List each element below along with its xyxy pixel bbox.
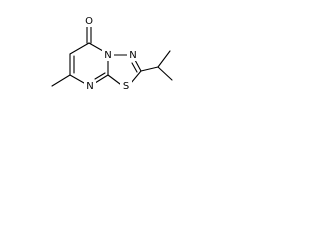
bond-c2-s1: [130, 70, 142, 84]
bonds: [51, 26, 173, 87]
bond-n3-c2-a: [134, 59, 142, 72]
structure-svg: O N N N S: [51, 14, 173, 92]
atom-oxygen: O: [85, 16, 93, 27]
bond-n3-c2-b: [131, 62, 138, 73]
molecule-diagram: O N N N S: [0, 0, 193, 113]
atom-nitrogen-bridge: N: [104, 50, 111, 61]
bond-c7-n8: [69, 74, 85, 84]
bond-s1-c8a: [107, 74, 121, 85]
bond-c2-ch: [140, 66, 159, 72]
bond-n8-c8a-a: [94, 74, 109, 84]
bond-ch-me1: [157, 50, 171, 68]
atom-nitrogen-ring: N: [129, 50, 136, 61]
bond-ch-me2: [157, 66, 173, 81]
bond-c7-methyl: [51, 74, 71, 87]
atom-labels: O N N N S: [83, 14, 139, 92]
atom-sulfur: S: [123, 81, 129, 92]
bond-n8-c8a-b: [94, 72, 106, 80]
atom-nitrogen-pyrimidine: N: [86, 81, 93, 92]
bond-n4-c5: [88, 42, 104, 52]
bond-c5-c6: [69, 42, 90, 55]
